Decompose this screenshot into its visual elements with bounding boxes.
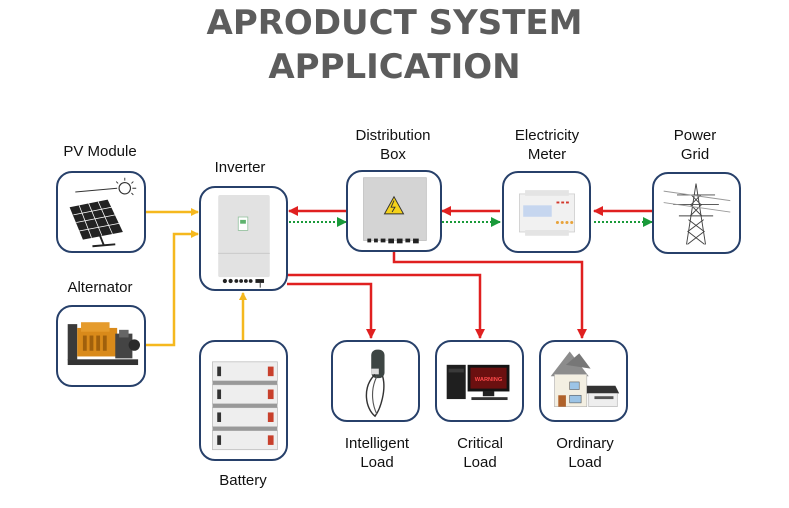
- node-distribution-box[interactable]: [346, 170, 442, 252]
- label-line: Load: [463, 454, 497, 471]
- node-electricity-meter[interactable]: [502, 171, 591, 253]
- computer-icon: WARNING: [446, 364, 510, 401]
- label-line: Meter: [527, 146, 567, 163]
- node-inverter[interactable]: [199, 186, 288, 291]
- node-ordinary-load[interactable]: [539, 340, 628, 422]
- label-critical-load: Critical Load: [420, 434, 540, 472]
- battery-stack-icon: [212, 361, 278, 451]
- label-line: Distribution: [355, 127, 431, 144]
- label-line: Intelligent: [344, 435, 410, 452]
- title-line-1: APRODUCT SYSTEM: [206, 3, 583, 43]
- label-power-grid: Power Grid: [635, 126, 755, 164]
- generator-icon: [67, 322, 140, 366]
- wire-alternator-to-inverter: [146, 230, 199, 347]
- node-battery[interactable]: [199, 340, 288, 461]
- label-distribution-box: Distribution Box: [333, 126, 453, 164]
- label-line: Box: [380, 146, 406, 163]
- wire-inverter-to-critical-load: [287, 273, 485, 339]
- transmission-tower-icon: [663, 183, 731, 245]
- label-pv-module: PV Module: [63, 143, 137, 160]
- label-line: Load: [568, 454, 602, 471]
- label-ordinary-load: Ordinary Load: [525, 434, 645, 472]
- node-pv-module[interactable]: [56, 171, 146, 253]
- label-electricity-meter: Electricity Meter: [487, 126, 607, 164]
- label-line: Load: [360, 454, 394, 471]
- node-power-grid[interactable]: [652, 172, 741, 254]
- ev-charger-icon: [365, 349, 385, 418]
- distribution-box-icon: [363, 177, 427, 244]
- inverter-icon: [218, 195, 270, 288]
- node-critical-load[interactable]: WARNING: [435, 340, 524, 422]
- node-alternator[interactable]: [56, 305, 146, 387]
- house-icon: [550, 351, 620, 407]
- label-line: Grid: [680, 146, 710, 163]
- wire-inverter-to-intelligent-load: [287, 282, 376, 339]
- electricity-meter-icon: [519, 190, 575, 236]
- label-line: Power: [673, 127, 717, 144]
- label-alternator: Alternator: [67, 279, 133, 296]
- label-inverter: Inverter: [214, 159, 266, 176]
- label-intelligent-load: Intelligent Load: [317, 434, 437, 472]
- label-line: Critical: [457, 435, 503, 452]
- title-line-2: APPLICATION: [268, 47, 521, 87]
- label-battery: Battery: [219, 472, 267, 489]
- wire-distbox-to-ordinary-load: [392, 251, 587, 339]
- screen-text: WARNING: [475, 377, 503, 383]
- node-intelligent-load[interactable]: [331, 340, 420, 422]
- label-line: Ordinary: [556, 435, 614, 452]
- label-line: Electricity: [514, 127, 580, 144]
- solar-panel-icon: [69, 177, 137, 248]
